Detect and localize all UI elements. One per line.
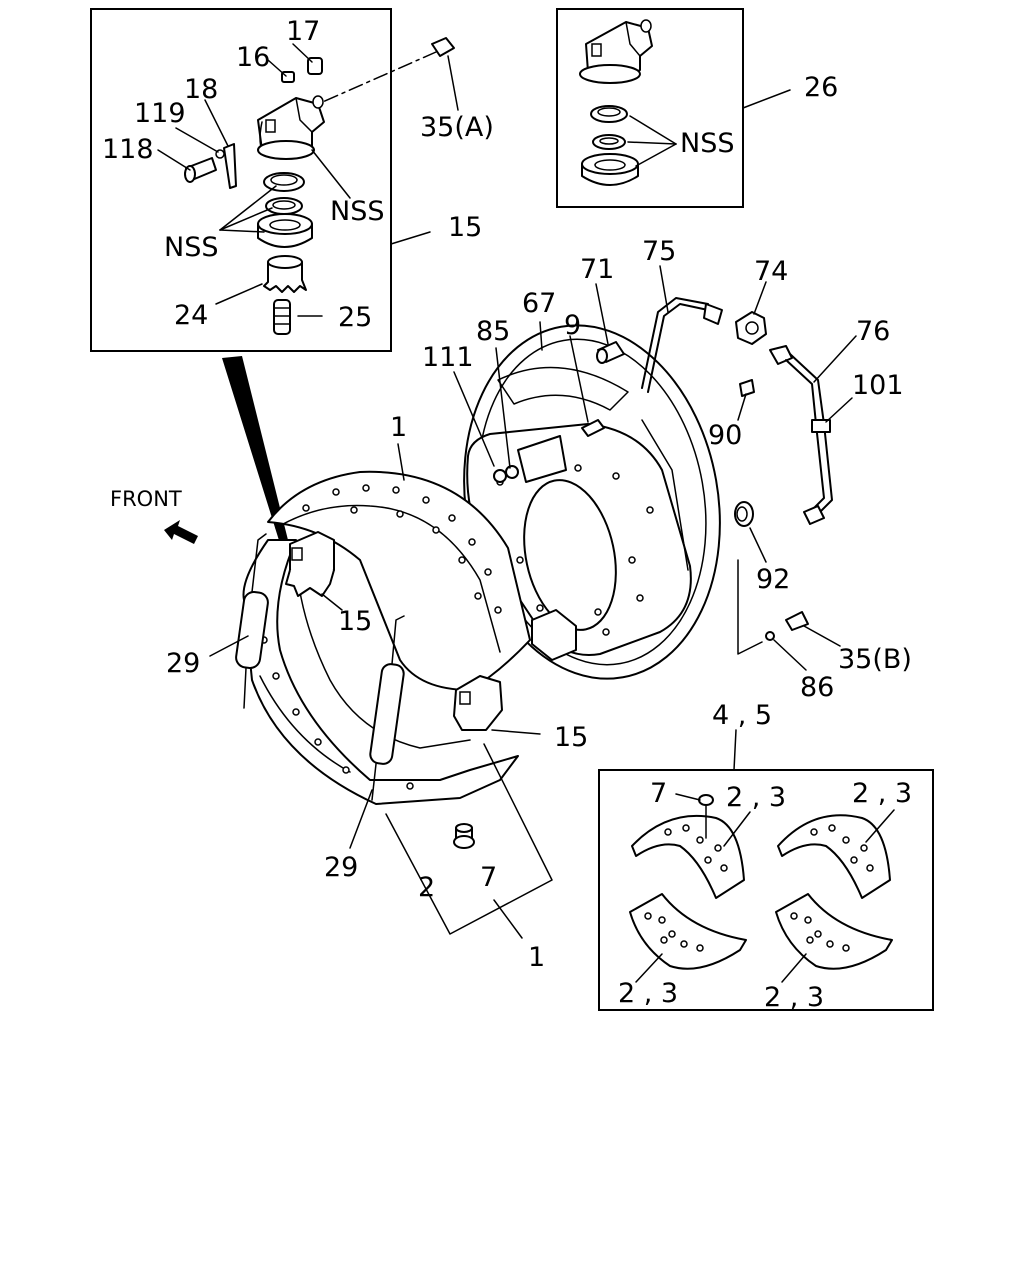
label-2: 2: [418, 872, 435, 903]
gear-24: [263, 255, 307, 293]
label-25: 25: [338, 302, 372, 333]
leader-lines: [209, 265, 857, 939]
label-1-bottom: 1: [528, 942, 545, 973]
label-118: 118: [102, 134, 154, 165]
label-90: 90: [708, 420, 742, 451]
label-29-bottom: 29: [324, 852, 358, 883]
label-nss-c: NSS: [680, 128, 734, 159]
clip-101: [811, 419, 831, 433]
label-7-box: 7: [650, 778, 667, 809]
label-101: 101: [852, 370, 904, 401]
bolt-9: [581, 419, 605, 437]
pin-7-box: [698, 794, 714, 839]
bolt-90: [739, 379, 755, 397]
shoe-top-left: [631, 814, 745, 899]
label-26: 26: [804, 72, 838, 103]
label-1-top: 1: [390, 412, 407, 443]
inset-box-15: [90, 8, 437, 352]
callout-labels: FRONT 17 16 18 119 118 NSS NSS 24 25 15 …: [102, 16, 912, 1013]
label-29-left: 29: [166, 648, 200, 679]
label-15-upper: 15: [338, 606, 372, 637]
label-4-5: 4 , 5: [712, 700, 772, 731]
callout-pointer: [222, 356, 290, 550]
label-18: 18: [184, 74, 218, 105]
label-17: 17: [286, 16, 320, 47]
nut-85: [505, 465, 519, 479]
label-16: 16: [236, 42, 270, 73]
backing-plate-67: [463, 324, 721, 680]
shoe-top-right: [777, 814, 891, 899]
hose-76: [769, 345, 833, 525]
connector-74: [735, 311, 767, 345]
label-86: 86: [800, 672, 834, 703]
front-label: FRONT: [110, 487, 182, 511]
label-92: 92: [756, 564, 790, 595]
adjuster-lower-assembled: [453, 675, 503, 731]
pin-7-lower: [453, 823, 475, 849]
label-2-3-c: 2 , 3: [618, 978, 678, 1009]
part-18: [223, 143, 237, 189]
label-85: 85: [476, 316, 510, 347]
label-67: 67: [522, 288, 556, 319]
label-15-lower: 15: [554, 722, 588, 753]
lining-rivet-holes: [260, 484, 502, 790]
spring-25: [273, 299, 291, 335]
label-nss-b: NSS: [164, 232, 218, 263]
plug-92: [734, 501, 754, 527]
spring-29-right: [369, 615, 405, 801]
label-119: 119: [134, 98, 186, 129]
bolt-35a: [431, 37, 459, 111]
shoe-bottom-right: [775, 893, 893, 970]
label-2-3-b: 2 , 3: [852, 778, 912, 809]
bolt-35b: [785, 611, 809, 631]
bleeder-71: [596, 341, 625, 364]
label-75: 75: [642, 236, 676, 267]
shoe-bottom-left: [629, 893, 747, 970]
label-35a: 35(A): [420, 112, 494, 143]
spring-29-left: [235, 533, 269, 709]
backing-plate-holes: [496, 464, 654, 636]
washer-86: [765, 631, 775, 641]
seal-stack: [257, 172, 313, 248]
label-2-3-a: 2 , 3: [726, 782, 786, 813]
brake-shoe-assembly: [235, 470, 531, 805]
label-7-lower: 7: [480, 862, 497, 893]
label-74: 74: [754, 256, 788, 287]
inset-box-4-5: [598, 769, 934, 1011]
label-76: 76: [856, 316, 890, 347]
label-15-box: 15: [448, 212, 482, 243]
label-35b: 35(B): [838, 644, 912, 675]
adjuster-body: [257, 95, 325, 160]
label-71: 71: [580, 254, 614, 285]
washer-111: [493, 469, 507, 483]
inset-box-26: [556, 8, 791, 208]
label-9: 9: [564, 310, 581, 341]
label-111: 111: [422, 342, 474, 373]
adjuster-upper-assembled: [285, 531, 335, 597]
front-arrow-icon: [164, 520, 198, 544]
label-nss-a: NSS: [330, 196, 384, 227]
label-24: 24: [174, 300, 208, 331]
adjuster-body-26: [579, 19, 653, 84]
label-2-3-d: 2 , 3: [764, 982, 824, 1013]
